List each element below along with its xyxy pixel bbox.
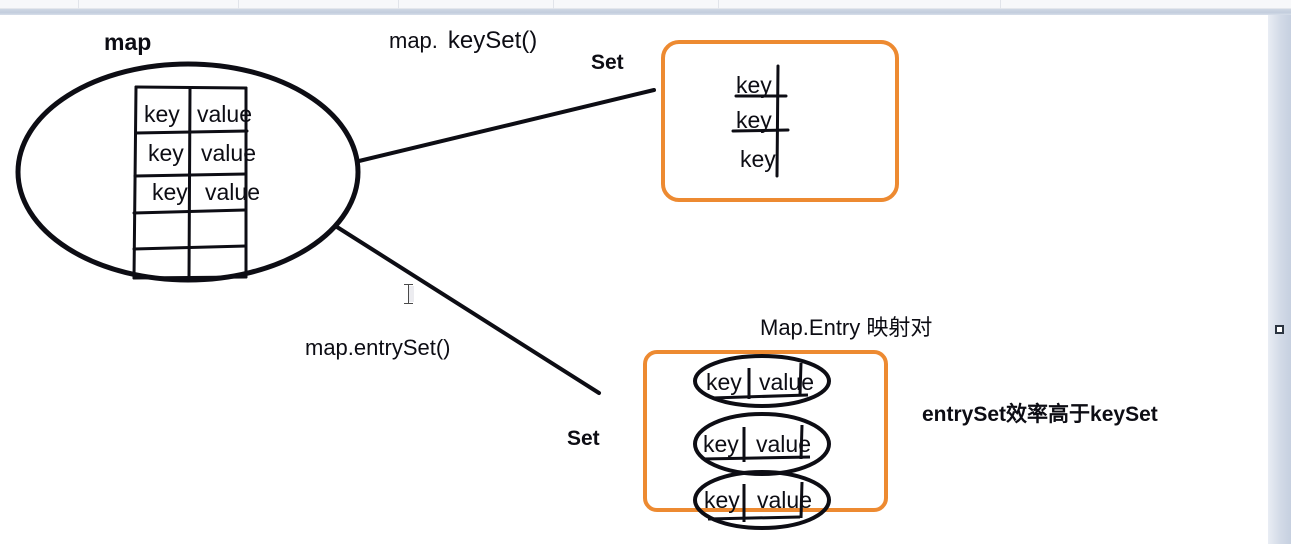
toolbar-separator [1000,0,1001,9]
keyset-call-label: map. keySet() [389,29,537,53]
keyset-call-method: keySet() [447,27,538,54]
map-title: map [104,29,152,55]
toolbar-separator [238,0,239,9]
entry-key: key [706,369,742,395]
keyset-entry: key [736,72,772,98]
set-label-bottom: Set [567,427,600,450]
entry-key: key [704,487,740,513]
map-entry-label: Map.Entry 映射对 [760,315,933,340]
vertical-scrollbar[interactable] [1268,15,1291,544]
toolbar-separator [78,0,79,9]
map-cell-value: value [197,101,252,127]
map-cell-value: value [201,140,256,166]
window-title-band [0,9,1291,15]
whiteboard-canvas[interactable] [0,15,1268,544]
set-label-top: Set [591,51,624,74]
entry-value: value [756,431,811,457]
efficiency-note: entrySet效率高于keySet [922,403,1158,426]
text-cursor-ibeam [402,283,415,305]
toolbar-strip[interactable] [0,0,1291,9]
toolbar-separator [398,0,399,9]
entryset-call-label: map.entrySet() [305,335,451,360]
entry-value: value [759,369,814,395]
scrollbar-handle[interactable] [1275,325,1284,334]
map-cell-key: key [148,140,184,166]
entry-value: value [757,487,812,513]
map-cell-value: value [205,179,260,205]
entry-key: key [703,431,739,457]
keyset-call-prefix: map. [389,28,438,53]
map-cell-key: key [152,179,188,205]
keyset-entry: key [736,107,772,133]
toolbar-separator [553,0,554,9]
toolbar-separator [718,0,719,9]
map-cell-key: key [144,101,180,127]
keyset-entry: key [740,146,776,172]
